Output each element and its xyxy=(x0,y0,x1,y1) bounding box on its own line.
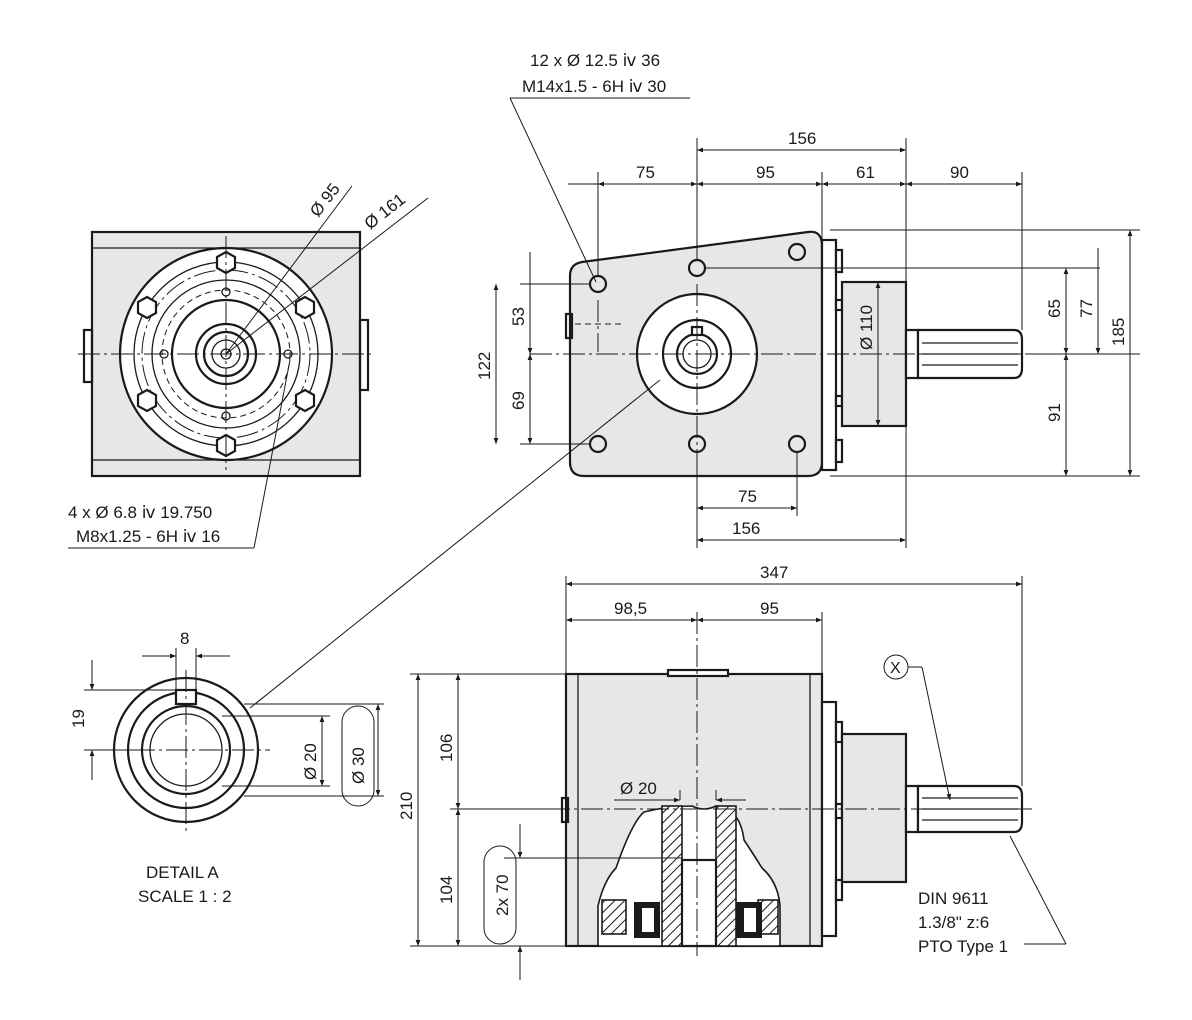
dim-95-front: 95 xyxy=(760,599,779,618)
pto-note-line2: 1.3/8" z:6 xyxy=(918,913,989,932)
dim-key-width: 8 xyxy=(180,629,189,648)
dim-156-top: 156 xyxy=(788,129,816,148)
dim-69: 69 xyxy=(509,391,528,410)
dim-flange-bore: Ø 95 xyxy=(306,180,344,221)
dim-75-top: 75 xyxy=(636,163,655,182)
dim-61: 61 xyxy=(856,163,875,182)
callout-bolt-line2: M14x1.5 - 6H ⅳ 30 xyxy=(522,77,666,96)
dim-diameter-110: Ø 110 xyxy=(857,305,876,350)
dim-98-5: 98,5 xyxy=(614,599,647,618)
dim-flange-outer: Ø 161 xyxy=(361,190,409,233)
callout-bolt-line1: 12 x Ø 12.5 ⅳ 36 xyxy=(530,51,660,70)
dim-75-bottom: 75 xyxy=(738,487,757,506)
marker-x: X xyxy=(890,660,901,677)
dim-95-top: 95 xyxy=(756,163,775,182)
dim-210: 210 xyxy=(397,792,416,820)
bolt-hex xyxy=(136,388,158,413)
bolt-hex xyxy=(294,388,316,413)
dim-122: 122 xyxy=(475,352,494,380)
side-view xyxy=(249,97,1140,709)
detail-label: DETAIL A xyxy=(146,863,219,882)
callout-holes-line2: M8x1.25 - 6H ⅳ 16 xyxy=(76,527,220,546)
detail-scale: SCALE 1 : 2 xyxy=(138,887,232,906)
dim-106: 106 xyxy=(437,734,456,762)
dim-53: 53 xyxy=(509,307,528,326)
dim-77: 77 xyxy=(1077,299,1096,318)
pto-note-line1: DIN 9611 xyxy=(918,889,989,908)
dim-156-bottom: 156 xyxy=(732,519,760,538)
dim-91: 91 xyxy=(1045,403,1064,422)
pto-note-line3: PTO Type 1 xyxy=(918,937,1008,956)
callout-holes-line1: 4 x Ø 6.8 ⅳ 19.750 xyxy=(68,503,212,522)
dim-2x70: 2x 70 xyxy=(493,874,512,916)
front-view xyxy=(410,576,1067,980)
dim-keyway-depth: 19 xyxy=(69,709,88,728)
bolt-hex xyxy=(294,295,316,320)
dim-bore-20: Ø 20 xyxy=(301,743,320,780)
detail-a-view xyxy=(84,648,384,832)
dim-outer-30: Ø 30 xyxy=(349,747,368,784)
axial-view xyxy=(68,185,429,549)
dim-104: 104 xyxy=(437,876,456,904)
dim-65: 65 xyxy=(1045,299,1064,318)
dim-90: 90 xyxy=(950,163,969,182)
bolt-hex xyxy=(136,295,158,320)
dim-shaft-20: Ø 20 xyxy=(620,779,657,798)
dim-185: 185 xyxy=(1109,318,1128,346)
dim-347: 347 xyxy=(760,563,788,582)
